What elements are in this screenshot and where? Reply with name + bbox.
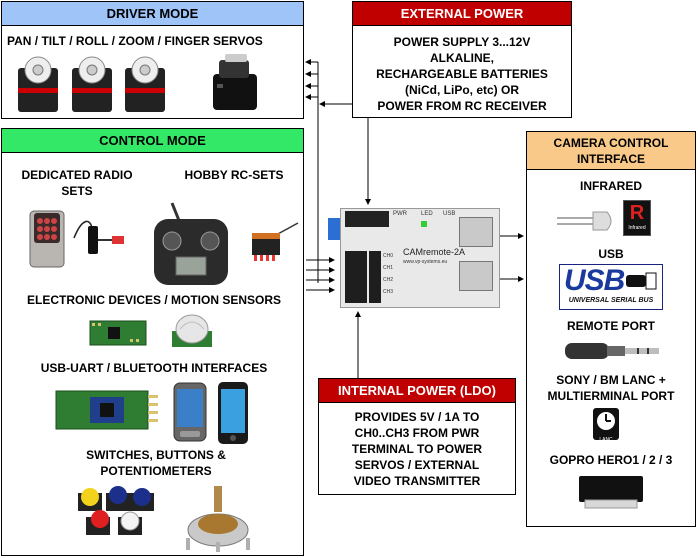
board-url: www.vp-systems.eu bbox=[403, 259, 448, 265]
lanc-clock-icon bbox=[597, 412, 615, 430]
external-power-line-5: POWER FROM RC RECEIVER bbox=[377, 99, 547, 113]
board-ch-label-0: CH0 bbox=[383, 253, 394, 259]
electronic-devices-label: ELECTRONIC DEVICES / MOTION SENSORS bbox=[26, 293, 282, 307]
board-right-connector-top bbox=[459, 217, 493, 247]
board-ch-label-2: CH2 bbox=[383, 277, 394, 283]
usb-logo-icon: USB UNIVERSAL SERIAL BUS bbox=[559, 264, 663, 310]
board-name: CAMremote-2A bbox=[403, 247, 466, 257]
internal-power-line-5: VIDEO TRANSMITTER bbox=[353, 474, 481, 488]
smartphone-icon bbox=[173, 382, 207, 442]
sony-lanc-line-1: SONY / BM LANC + bbox=[556, 373, 666, 387]
rc-receiver-icon bbox=[252, 222, 299, 261]
board-pcb: PWR LED USB CAMremote-2A www.vp-systems.… bbox=[340, 208, 500, 308]
internal-power-line-4: SERVOS / EXTERNAL bbox=[354, 458, 480, 472]
external-power-line-4: (NiCd, LiPo, etc) OR bbox=[405, 83, 519, 97]
servo-icon-1 bbox=[18, 56, 58, 112]
potentiometer-icon bbox=[186, 486, 250, 552]
sony-lanc-line-2: MULTIERMINAL PORT bbox=[547, 389, 675, 403]
audio-jack-icon bbox=[565, 343, 659, 359]
board-right-connector-bottom bbox=[459, 261, 493, 291]
driver-mode-panel: DRIVER MODE PAN / TILT / ROLL / ZOOM / F… bbox=[1, 1, 304, 119]
camera-control-header: CAMERA CONTROL INTERFACE bbox=[527, 132, 695, 170]
servo-icon-2 bbox=[72, 56, 112, 112]
remote-control-icon bbox=[29, 210, 65, 268]
external-power-header: EXTERNAL POWER bbox=[353, 2, 571, 26]
usb-uart-label: USB-UART / BLUETOOTH INTERFACES bbox=[40, 361, 268, 375]
infrared-logo-text: R bbox=[629, 202, 645, 224]
finger-servo-icon bbox=[213, 54, 257, 110]
hobby-rc-label: HOBBY RC-SETS bbox=[184, 168, 284, 182]
control-mode-panel: CONTROL MODE DEDICATED RADIO SETS HOBBY … bbox=[1, 128, 304, 556]
control-mode-header: CONTROL MODE bbox=[2, 129, 303, 153]
ir-led-icon bbox=[557, 211, 612, 231]
motion-sensor-icon bbox=[172, 314, 212, 347]
external-power-line-3: RECHARGEABLE BATTERIES bbox=[376, 67, 548, 81]
camera-control-panel: CAMERA CONTROL INTERFACE INFRARED R Infr… bbox=[526, 131, 696, 527]
camera-control-header-line-2: INTERFACE bbox=[576, 152, 645, 166]
board-led-green bbox=[421, 221, 427, 227]
board-ch-label-3: CH3 bbox=[383, 289, 394, 295]
gopro-connector-icon bbox=[579, 476, 643, 509]
board-label-led: LED bbox=[421, 211, 433, 217]
driver-mode-header: DRIVER MODE bbox=[2, 2, 303, 26]
iphone-icon bbox=[218, 382, 248, 444]
gopro-label: GOPRO HERO1 / 2 / 3 bbox=[549, 453, 673, 467]
internal-power-header: INTERNAL POWER (LDO) bbox=[319, 379, 515, 403]
usb-label: USB bbox=[598, 247, 624, 261]
switches-label: SWITCHES, BUTTONS & POTENTIOMETERS bbox=[86, 448, 226, 478]
board-ch-header bbox=[345, 251, 367, 303]
internal-power-panel: INTERNAL POWER (LDO) PROVIDES 5V / 1A TO… bbox=[318, 378, 516, 495]
bluetooth-module-icon bbox=[55, 390, 158, 430]
camremote-board: PWR LED USB CAMremote-2A www.vp-systems.… bbox=[328, 208, 500, 308]
camera-control-header-line-1: CAMERA CONTROL bbox=[553, 136, 669, 150]
infrared-label: INFRARED bbox=[580, 179, 642, 193]
lanc-logo-icon: LANC bbox=[593, 408, 619, 443]
usb-plug-icon bbox=[626, 272, 657, 290]
infrared-logo-sub: Infrared bbox=[628, 225, 646, 231]
radio-sets-label: DEDICATED RADIO SETS bbox=[21, 168, 133, 198]
internal-power-line-3: TERMINAL TO POWER bbox=[351, 442, 483, 456]
board-label-usb: USB bbox=[443, 211, 456, 217]
board-ch-header-2 bbox=[369, 251, 381, 303]
board-ch-label-1: CH1 bbox=[383, 265, 394, 271]
radio-receiver-icon bbox=[73, 220, 124, 254]
remote-port-label: REMOTE PORT bbox=[566, 319, 655, 333]
rc-transmitter-icon bbox=[154, 202, 228, 285]
board-top-terminal bbox=[345, 211, 389, 227]
external-power-line-1: POWER SUPPLY 3...12V bbox=[393, 35, 531, 49]
lanc-logo-text: LANC bbox=[599, 437, 613, 443]
board-label-pwr: PWR bbox=[393, 211, 407, 217]
usb-logo-subtext: UNIVERSAL SERIAL BUS bbox=[568, 297, 654, 304]
external-power-line-2: ALKALINE, bbox=[430, 51, 494, 65]
servo-icon-3 bbox=[125, 56, 165, 112]
push-buttons-icon bbox=[78, 486, 154, 535]
infrared-logo-icon: R Infrared bbox=[623, 200, 651, 236]
internal-power-line-2: CH0..CH3 FROM PWR bbox=[354, 426, 480, 440]
external-power-panel: EXTERNAL POWER POWER SUPPLY 3...12V ALKA… bbox=[352, 1, 572, 118]
servos-label: PAN / TILT / ROLL / ZOOM / FINGER SERVOS bbox=[7, 34, 263, 48]
internal-power-line-1: PROVIDES 5V / 1A TO bbox=[354, 410, 480, 424]
usb-logo-text: USB bbox=[564, 264, 625, 297]
sensor-board-icon bbox=[89, 320, 147, 346]
